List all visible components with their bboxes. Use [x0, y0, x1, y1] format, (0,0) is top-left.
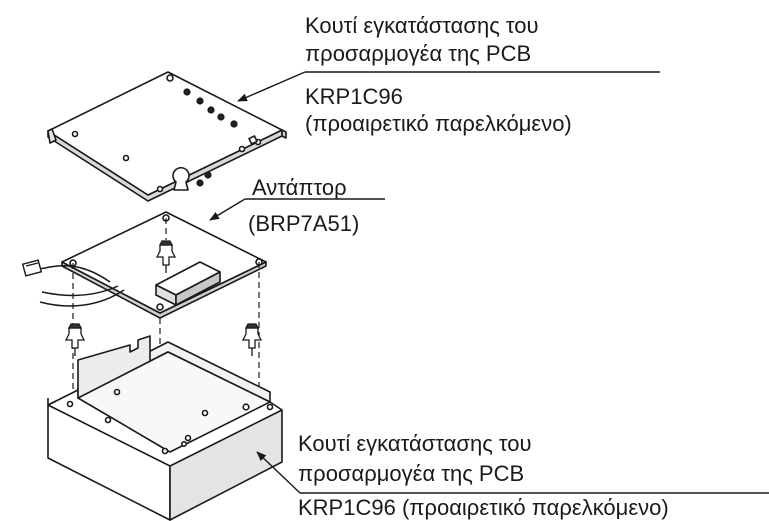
top-box-label-line1: Κουτί εγκατάστασης του — [305, 13, 539, 38]
bottom-installation-box — [47, 335, 283, 521]
keyhole-slot — [172, 167, 190, 191]
bottom-box-model-note: KRP1C96 (προαιρετικό παρελκόμενο) — [298, 495, 669, 520]
adapter-label: Αντάπτορ — [252, 175, 347, 200]
plate-holes — [71, 74, 262, 193]
top-box-label-line2: προσαρμογέα της PCB — [305, 41, 532, 66]
spacer-clip-1 — [155, 240, 177, 273]
adapter-cable — [29, 264, 125, 307]
top-box-optional-note: (προαιρετικό παρελκόμενο) — [305, 111, 572, 136]
top-mounting-plate — [47, 71, 287, 202]
bottom-box-label-line1: Κουτί εγκατάστασης του — [298, 431, 532, 456]
spacer-clip-3 — [241, 323, 263, 356]
bottom-box-label-line2: προσαρμογέα της PCB — [298, 461, 525, 486]
spacer-clip-2 — [64, 323, 86, 356]
pcb-component — [155, 261, 221, 306]
cable-connector — [21, 259, 43, 277]
top-box-model: KRP1C96 — [305, 84, 403, 109]
adapter-model: (BRP7A51) — [248, 211, 360, 236]
